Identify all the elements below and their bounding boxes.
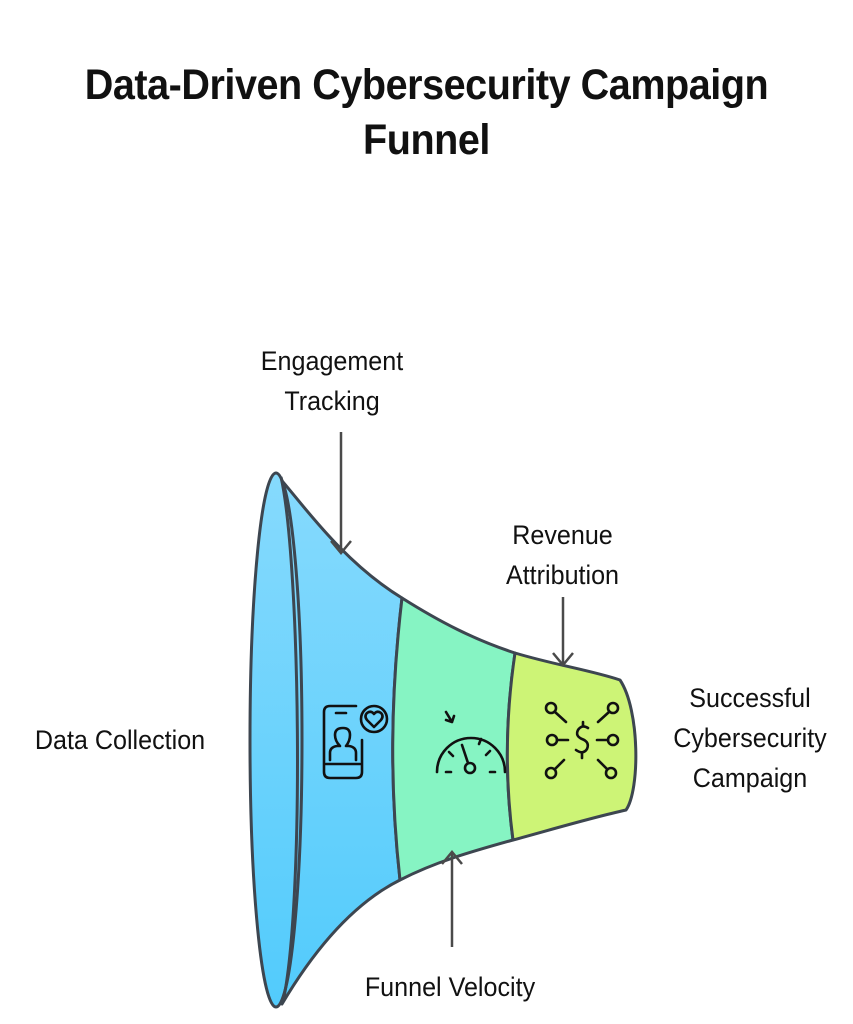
funnel-segment-funnel-velocity: [391, 596, 517, 882]
label-line: Cybersecurity: [673, 723, 827, 753]
arrow-engagement-tracking: [330, 432, 352, 555]
speedometer-icon: [435, 710, 507, 775]
label-line: Data Collection: [34, 725, 206, 755]
funnel-rim-inner-edge: [279, 476, 299, 1003]
label-engagement-tracking: Engagement Tracking: [230, 341, 435, 421]
arrow-revenue-attribution: [552, 597, 574, 667]
label-line: Tracking: [284, 386, 380, 416]
funnel-segment-data-collection: [248, 471, 304, 1009]
arrow-funnel-velocity: [441, 850, 463, 947]
phone-user-heart-icon: [322, 704, 389, 780]
title-line-2: Funnel: [363, 116, 490, 164]
label-funnel-velocity: Funnel Velocity: [338, 967, 561, 1007]
label-revenue-attribution: Revenue Attribution: [467, 515, 658, 595]
label-line: Revenue: [512, 520, 613, 550]
label-line: Campaign: [692, 763, 808, 793]
label-data-collection: Data Collection: [13, 720, 227, 760]
page-title: Data-Driven Cybersecurity Campaign Funne…: [34, 58, 819, 168]
label-successful-campaign: Successful Cybersecurity Campaign: [652, 678, 847, 798]
label-line: Successful: [689, 683, 811, 713]
title-line-1: Data-Driven Cybersecurity Campaign: [84, 61, 769, 109]
label-line: Engagement: [260, 346, 404, 376]
label-line: Funnel Velocity: [364, 972, 536, 1002]
dollar-network-icon: [544, 701, 620, 780]
label-line: Attribution: [505, 560, 620, 590]
funnel-segment-revenue-attribution: [505, 651, 638, 842]
